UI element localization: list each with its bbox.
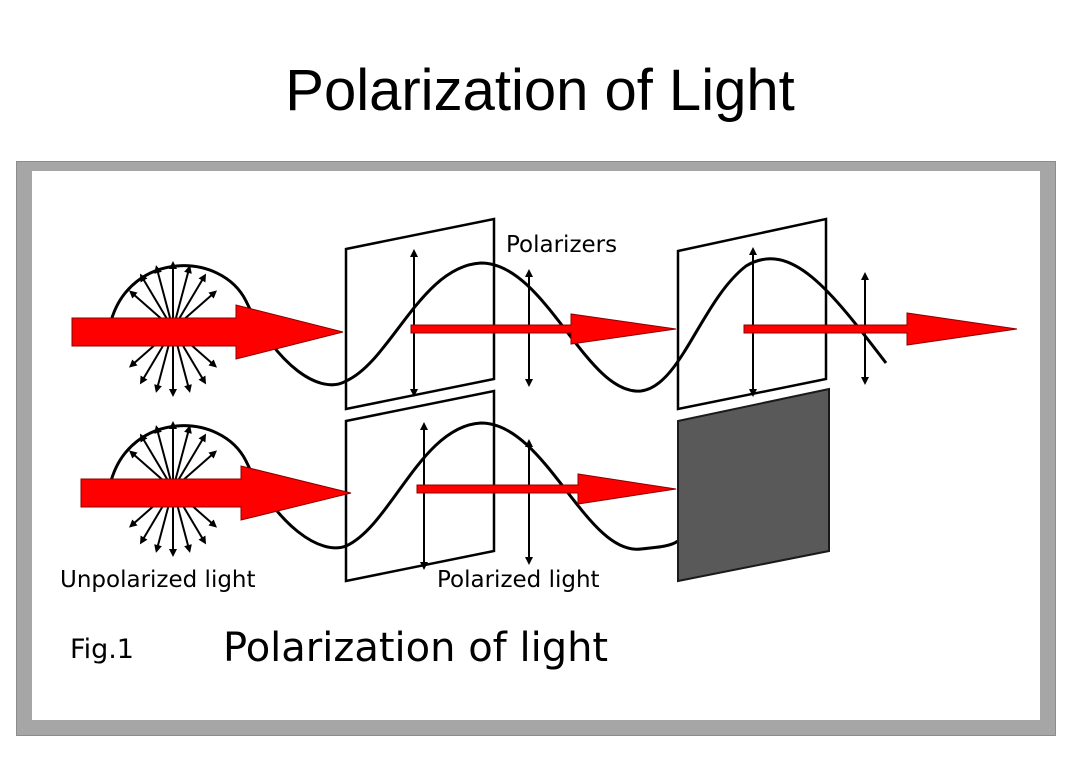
polarizer-1-top — [344, 217, 496, 411]
figure-panel: Polarizers — [32, 171, 1040, 720]
polarized-light-label: Polarized light — [437, 567, 600, 593]
page-title: Polarization of Light — [285, 58, 795, 123]
light-beam-arrow-icon — [80, 465, 352, 521]
light-wave-bottom — [109, 421, 679, 551]
light-beam-arrow-icon — [743, 312, 1018, 346]
light-wave-top — [109, 257, 888, 393]
blocking-polarizer — [677, 387, 830, 583]
light-beam-arrow-icon — [410, 313, 677, 345]
polarizer-1-bottom — [344, 389, 496, 583]
polarizers-label: Polarizers — [506, 232, 617, 258]
figure-frame: Polarizers — [16, 161, 1056, 736]
figure-caption: Polarization of light — [223, 625, 608, 671]
light-beam-arrow-icon — [416, 473, 677, 505]
unpolarized-light-label: Unpolarized light — [60, 567, 256, 593]
light-beam-arrow-icon — [71, 304, 344, 360]
polarizer-2-top — [676, 217, 828, 411]
polarization-diagram: Polarizers — [60, 217, 1018, 671]
figure-number: Fig.1 — [70, 634, 134, 665]
